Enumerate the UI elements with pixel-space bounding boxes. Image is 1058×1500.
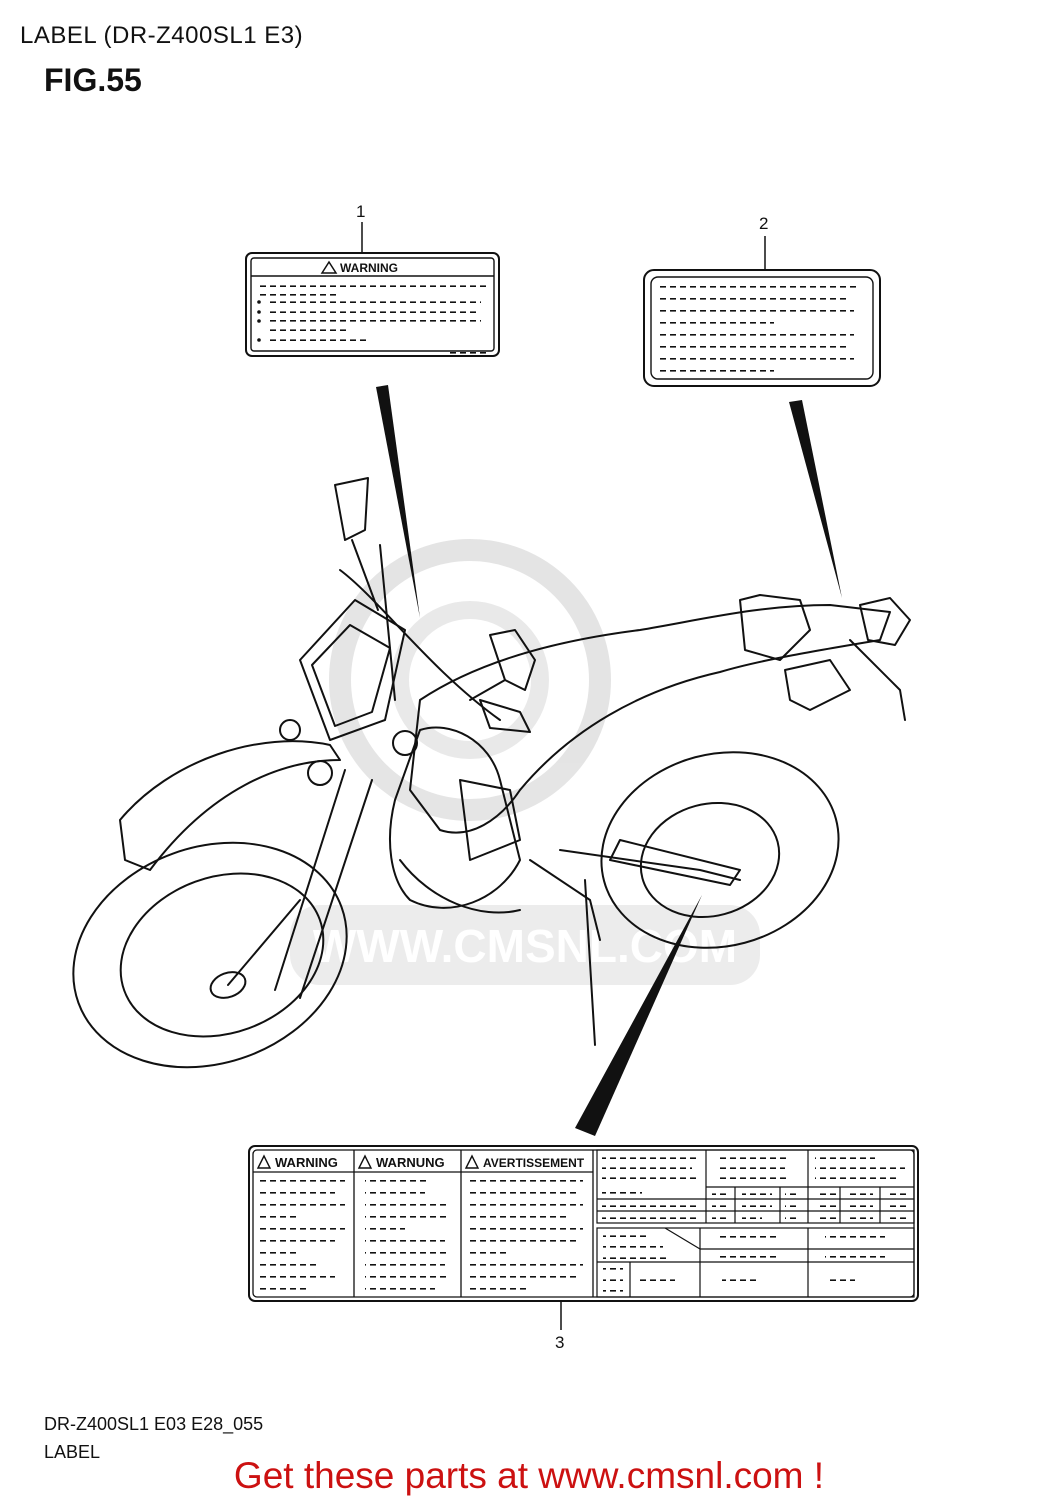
cmsnl-link[interactable]: Get these parts at www.cmsnl.com !: [233, 1455, 825, 1496]
label-3-heading-en: WARNING: [275, 1155, 338, 1170]
label-1-heading: WARNING: [340, 261, 398, 275]
label-2: [643, 269, 881, 387]
watermark-text: WWW.CMSNL.COM: [313, 920, 737, 972]
warning-triangle-icon: [357, 1154, 373, 1169]
motorcycle-drawing: [72, 477, 911, 1069]
warning-triangle-icon: [464, 1154, 480, 1169]
warning-triangle-icon: [256, 1154, 272, 1169]
warning-triangle-icon: [320, 260, 338, 274]
label-3-heading-fr: AVERTISSEMENT: [483, 1156, 585, 1170]
cmsnl-watermark: WWW.CMSNL.COM: [290, 539, 760, 985]
label-3-multilingual: WARNING WARNUNG AVERTISSEMENT: [248, 1145, 919, 1302]
page-title: LABEL (DR-Z400SL1 E3): [20, 22, 304, 49]
callout-1: 1: [356, 202, 366, 221]
callout-2: 2: [759, 214, 769, 233]
callout-3: 3: [555, 1333, 565, 1352]
section-name: LABEL: [44, 1442, 101, 1462]
label-3-heading-de: WARNUNG: [376, 1155, 445, 1170]
model-code: DR-Z400SL1 E03 E28_055: [44, 1414, 264, 1434]
figure-number: FIG.55: [44, 62, 142, 98]
label-1-warning: WARNING: [245, 252, 500, 357]
leader-lines: [361, 222, 842, 1330]
